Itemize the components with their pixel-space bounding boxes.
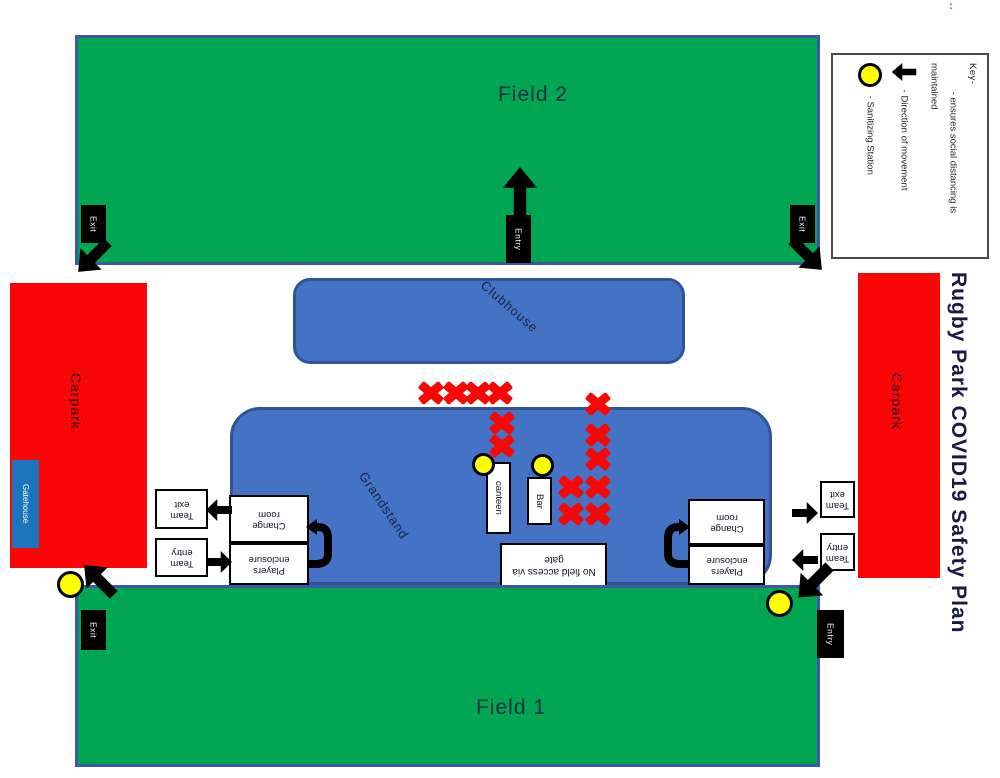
field2-entry-label: Entry <box>513 227 524 251</box>
entry-up-arrow-icon <box>503 167 537 215</box>
team-exit-label-left: Team exit <box>169 498 194 521</box>
direction-arrow-icon <box>891 63 917 81</box>
players-enclosure-right: Players enclosure <box>688 545 765 585</box>
legend: Key- - ensures social distancing is main… <box>831 53 989 259</box>
canteen: canteen <box>486 462 511 534</box>
change-room-left: Change room <box>229 495 309 543</box>
team-exit-arrow-right-icon <box>792 502 818 524</box>
sanitizing-station-icon <box>857 63 882 87</box>
legend-item-sanitizing: - Sanitizing Station <box>857 63 882 251</box>
field1-entry-label: Entry <box>825 622 836 646</box>
no-field-access-label: No field access via gate <box>511 554 596 577</box>
social-distancing-x-icon <box>488 434 515 457</box>
bar: Bar <box>527 477 552 525</box>
bar-label: Bar <box>534 493 545 509</box>
team-exit-box-right: Team exit <box>820 481 855 518</box>
grandstand-label: Grandstand <box>355 468 412 543</box>
field1-exit-label: Exit <box>88 621 99 639</box>
clubhouse-label: Clubhouse <box>477 277 542 336</box>
team-exit-arrow-left-icon <box>206 499 232 521</box>
players-enclosure-left: Players enclosure <box>229 543 309 585</box>
field2-entry-gate: Entry <box>506 215 531 263</box>
players-enclosure-label-left: Players enclosure <box>248 553 290 576</box>
field2-exit-right-gate: Exit <box>790 205 815 243</box>
carpark-right: Carpark <box>858 273 940 578</box>
legend-heading: Key- <box>967 63 978 85</box>
social-distancing-x-icon <box>584 447 611 470</box>
gatehouse-label: Gatehouse <box>21 484 30 524</box>
no-field-access-sign: No field access via gate <box>500 543 607 587</box>
field-1: Field 1 <box>75 585 820 767</box>
players-to-changeroom-curve-arrow-left-icon <box>306 519 332 568</box>
social-distancing-x-icon <box>584 502 611 525</box>
social-distancing-x-icon <box>584 475 611 498</box>
team-exit-label-right: Team exit <box>825 488 850 511</box>
social-distancing-x-icon <box>486 381 513 404</box>
team-entry-label-left: Team entry <box>169 546 194 569</box>
change-room-label-right: Change room <box>709 511 744 534</box>
field-1-label: Field 1 <box>475 696 547 719</box>
team-entry-box-left: Team entry <box>155 538 208 577</box>
legend-social-distancing-label: - ensures social distancing is maintaine… <box>928 63 959 214</box>
team-entry-arrow-right-icon <box>792 549 818 571</box>
social-distancing-x-icon <box>557 475 584 498</box>
exit-up-left-arrow-icon <box>84 565 118 599</box>
field2-exit-right-label: Exit <box>797 215 808 233</box>
team-exit-box-left: Team exit <box>155 489 208 529</box>
legend-direction-label: - Direction of movement <box>898 89 910 191</box>
sanitizing-station-bar-icon <box>531 454 554 477</box>
sanitizing-station-canteen-icon <box>472 453 495 476</box>
field2-exit-left-label: Exit <box>88 215 99 233</box>
carpark-right-label: Carpark <box>889 373 905 430</box>
sanitizing-station-field1-right-icon <box>766 590 793 617</box>
social-distancing-x-icon <box>940 63 964 83</box>
team-entry-label-right: Team entry <box>825 541 850 564</box>
page-title: Rugby Park COVID19 Safety Plan <box>947 272 970 634</box>
social-distancing-x-icon <box>557 502 584 525</box>
clubhouse: Clubhouse <box>293 277 685 364</box>
exit-down-left-arrow-icon <box>78 238 112 272</box>
exit-down-right-arrow-icon <box>788 236 822 270</box>
players-to-changeroom-curve-arrow-right-icon <box>664 519 690 568</box>
social-distancing-x-icon <box>488 411 515 434</box>
team-entry-box-right: Team entry <box>820 533 855 571</box>
legend-sanitizing-label: - Sanitizing Station <box>864 95 876 175</box>
sanitizing-station-field1-left-icon <box>57 571 84 598</box>
legend-item-social-distancing: - ensures social distancing is maintaine… <box>926 63 965 251</box>
entry-down-left-arrow-icon <box>798 562 834 598</box>
field-2-label: Field 2 <box>497 83 569 106</box>
change-room-right: Change room <box>688 499 765 545</box>
carpark-left: Carpark Gatehouse <box>10 283 147 568</box>
field-2: Field 2 <box>75 35 820 265</box>
social-distancing-x-icon <box>417 381 444 404</box>
players-enclosure-label-right: Players enclosure <box>705 554 748 577</box>
field1-exit-gate: Exit <box>81 610 106 650</box>
canteen-label: canteen <box>493 481 504 515</box>
social-distancing-x-icon <box>584 392 611 415</box>
social-distancing-x-icon <box>584 423 611 446</box>
legend-content: Key- - ensures social distancing is main… <box>839 63 979 251</box>
team-entry-arrow-left-icon <box>206 551 232 573</box>
change-room-label-left: Change room <box>252 508 286 531</box>
legend-item-direction: - Direction of movement <box>891 63 917 251</box>
carpark-left-label: Carpark <box>68 373 84 430</box>
corner-mark: : <box>949 0 953 12</box>
field1-entry-gate: Entry <box>817 610 844 658</box>
gatehouse: Gatehouse <box>12 460 39 548</box>
field2-exit-left-gate: Exit <box>81 205 106 243</box>
